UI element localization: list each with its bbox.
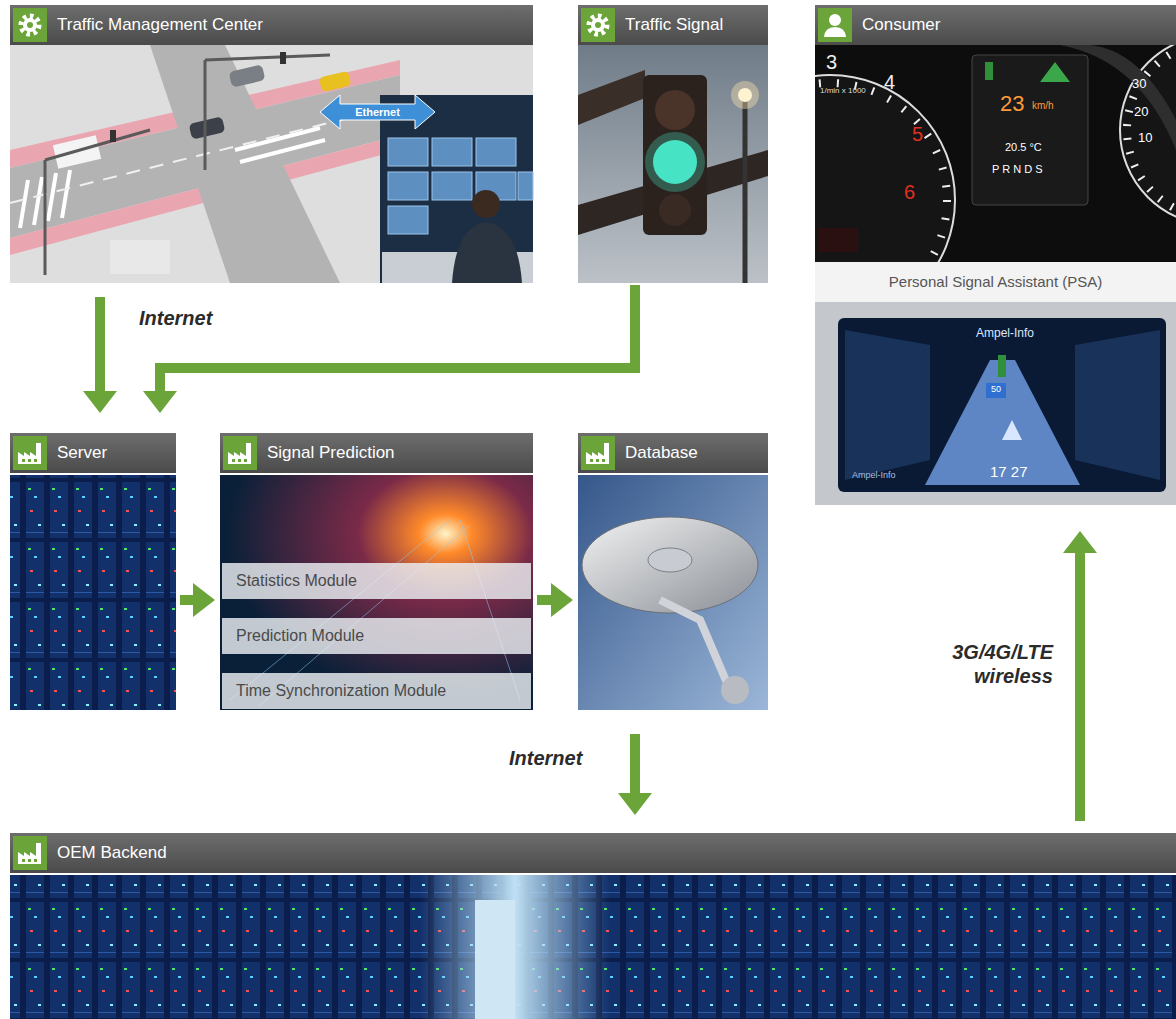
icon-square [13, 836, 47, 870]
figure-label: Ampel-Info [852, 470, 896, 481]
figure-label: 17 27 [990, 462, 1028, 481]
figure-label: 50 [986, 384, 1006, 395]
arrow-shaft [160, 285, 635, 391]
panel-title: OEM Backend [57, 843, 167, 863]
figure-label: 20 [1134, 104, 1148, 120]
gear-icon [581, 8, 615, 42]
factory-icon [581, 436, 615, 470]
intersection-scene [10, 45, 533, 283]
header-bar: Consumer [815, 5, 1176, 45]
icon-square [223, 436, 257, 470]
component-panel: Traffic Management Center [10, 5, 533, 283]
dashboard-photo [815, 45, 1176, 262]
module-name: Time Synchronization Module [222, 682, 446, 700]
figure-label: P R N D S [992, 162, 1043, 176]
flow-arrow [618, 734, 652, 815]
arrow-head [1063, 531, 1097, 553]
control-room [320, 95, 533, 283]
icon-square [13, 436, 47, 470]
figure-label: 5 [912, 122, 923, 147]
header-bar: Database [578, 433, 768, 473]
header-bar: Server [10, 433, 176, 473]
component-panel: Signal PredictionStatistics ModulePredic… [220, 433, 533, 710]
factory-icon [13, 836, 47, 870]
component-panel: Database [578, 433, 768, 710]
arrow-head [551, 583, 573, 617]
panel-title: Traffic Signal [625, 15, 723, 35]
header-bar: OEM Backend [10, 833, 1176, 873]
header-bar: Signal Prediction [220, 433, 533, 473]
panel-title: Signal Prediction [267, 443, 395, 463]
traffic-light-photo [578, 45, 768, 283]
flow-arrow [143, 285, 635, 413]
prediction-photo [220, 475, 533, 710]
panel-title: Database [625, 443, 698, 463]
figure-label: 23 [1000, 90, 1024, 118]
flow-arrow [1063, 531, 1097, 821]
module-name: Prediction Module [222, 627, 364, 645]
icon-square [818, 8, 852, 42]
server-photo [10, 475, 176, 710]
figure-label: 10 [1138, 130, 1152, 146]
oem-backend-photo [10, 875, 1176, 1019]
person-icon [818, 8, 852, 42]
connector-label: 3G/4G/LTE wireless [910, 640, 1056, 688]
figure-label: 6 [904, 180, 915, 205]
arrow-head [83, 391, 117, 413]
arrow-shaft [537, 595, 551, 605]
caption-ground [815, 262, 1176, 302]
figure-label: Ethernet [340, 105, 415, 119]
panel-title: Server [57, 443, 107, 463]
panel-caption: Personal Signal Assistant (PSA) [815, 262, 1176, 302]
figure-label: 1/min x 1000 [820, 86, 866, 96]
panel-title: Consumer [862, 15, 940, 35]
arrow-shaft [95, 297, 105, 391]
icon-square [13, 8, 47, 42]
component-panel: Server [10, 433, 176, 710]
figure-label: 30 [1132, 76, 1146, 92]
component-panel: ConsumerPersonal Signal Assistant (PSA) [815, 5, 1176, 505]
header-bar: Traffic Signal [578, 5, 768, 45]
component-panel: OEM Backend [10, 833, 1176, 1019]
icon-square [581, 436, 615, 470]
figure-label: 20.5 °C [1005, 140, 1042, 154]
component-panel: Traffic Signal [578, 5, 768, 283]
flow-arrow [537, 583, 573, 617]
figure-label: 4 [884, 70, 895, 95]
icon-square [581, 8, 615, 42]
connector-label: Internet [136, 306, 215, 330]
flow-arrow [180, 583, 215, 617]
disk-photo [578, 475, 768, 710]
module-band: Time Synchronization Module [222, 673, 531, 709]
figure-label: Ampel-Info [955, 326, 1055, 341]
module-band: Statistics Module [222, 563, 531, 599]
arrow-shaft [1075, 553, 1085, 821]
gear-icon [13, 8, 47, 42]
module-name: Statistics Module [222, 572, 357, 590]
figure-label: km/h [1032, 99, 1054, 112]
factory-icon [223, 436, 257, 470]
flow-arrow [83, 297, 117, 413]
arrow-shaft [180, 595, 193, 605]
factory-icon [13, 436, 47, 470]
navigation-screen [815, 302, 1176, 505]
arrow-head [143, 391, 177, 413]
header-bar: Traffic Management Center [10, 5, 533, 45]
figure-label: 3 [826, 50, 837, 75]
arrow-head [193, 583, 215, 617]
module-band: Prediction Module [222, 618, 531, 654]
arrow-shaft [630, 734, 640, 793]
connector-label: Internet [506, 746, 585, 770]
panel-title: Traffic Management Center [57, 15, 263, 35]
arrow-head [618, 793, 652, 815]
